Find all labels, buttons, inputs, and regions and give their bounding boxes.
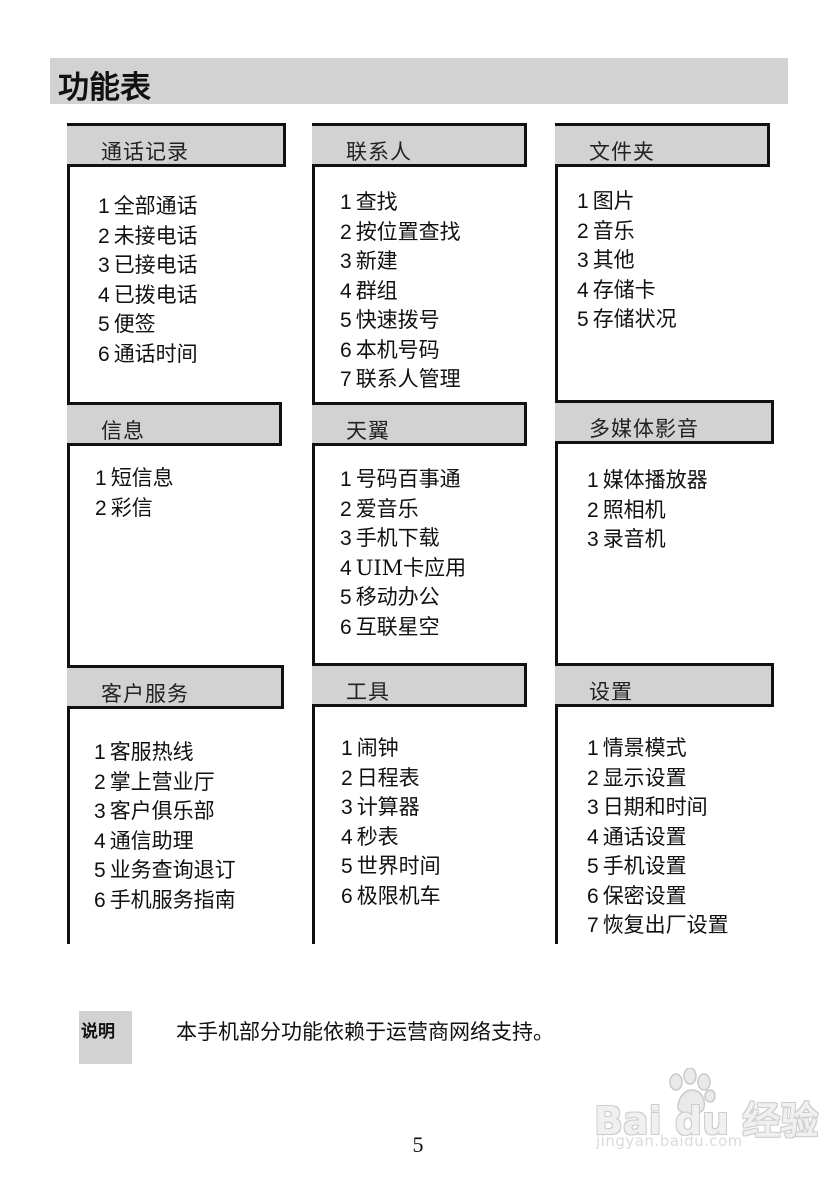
section-header-label: 多媒体影音 [589,417,699,441]
section-header: 信息 [67,402,282,446]
note-text: 本手机部分功能依赖于运营商网络支持。 [176,1020,554,1044]
paw-logo-icon [669,1068,716,1115]
watermark-brand: Bai du 经验 [594,1099,819,1143]
section-header: 多媒体影音 [555,400,774,444]
note-label-badge: 说明 [79,1011,132,1064]
section-header: 客户服务 [67,665,284,709]
section-header-label: 天翼 [346,419,390,443]
section-header: 天翼 [312,402,527,446]
section-header: 文件夹 [555,123,770,167]
column-rule-2 [312,123,315,944]
section-header: 设置 [555,663,774,707]
section-header-label: 客户服务 [101,682,189,706]
page-number: 5 [412,1132,424,1157]
section-header-label: 设置 [589,680,633,704]
section-header: 通话记录 [67,123,286,167]
section-header-label: 信息 [101,419,145,443]
note-label: 说明 [81,1022,115,1042]
section-header: 联系人 [312,123,527,167]
section-header-label: 工具 [346,680,390,704]
baidu-jingyan-watermark: Bai du 经验 jingyan.baidu.com [594,1068,818,1158]
column-rule-1 [67,123,70,944]
section-header: 工具 [312,663,527,707]
section-header-label: 文件夹 [589,140,655,164]
column-rule-3 [555,123,558,944]
watermark-url: jingyan.baidu.com [596,1132,743,1150]
section-header-label: 联系人 [346,140,412,164]
page-title-bar: 功能表 [50,58,788,106]
page-title: 功能表 [58,70,151,106]
section-header-label: 通话记录 [101,140,189,164]
